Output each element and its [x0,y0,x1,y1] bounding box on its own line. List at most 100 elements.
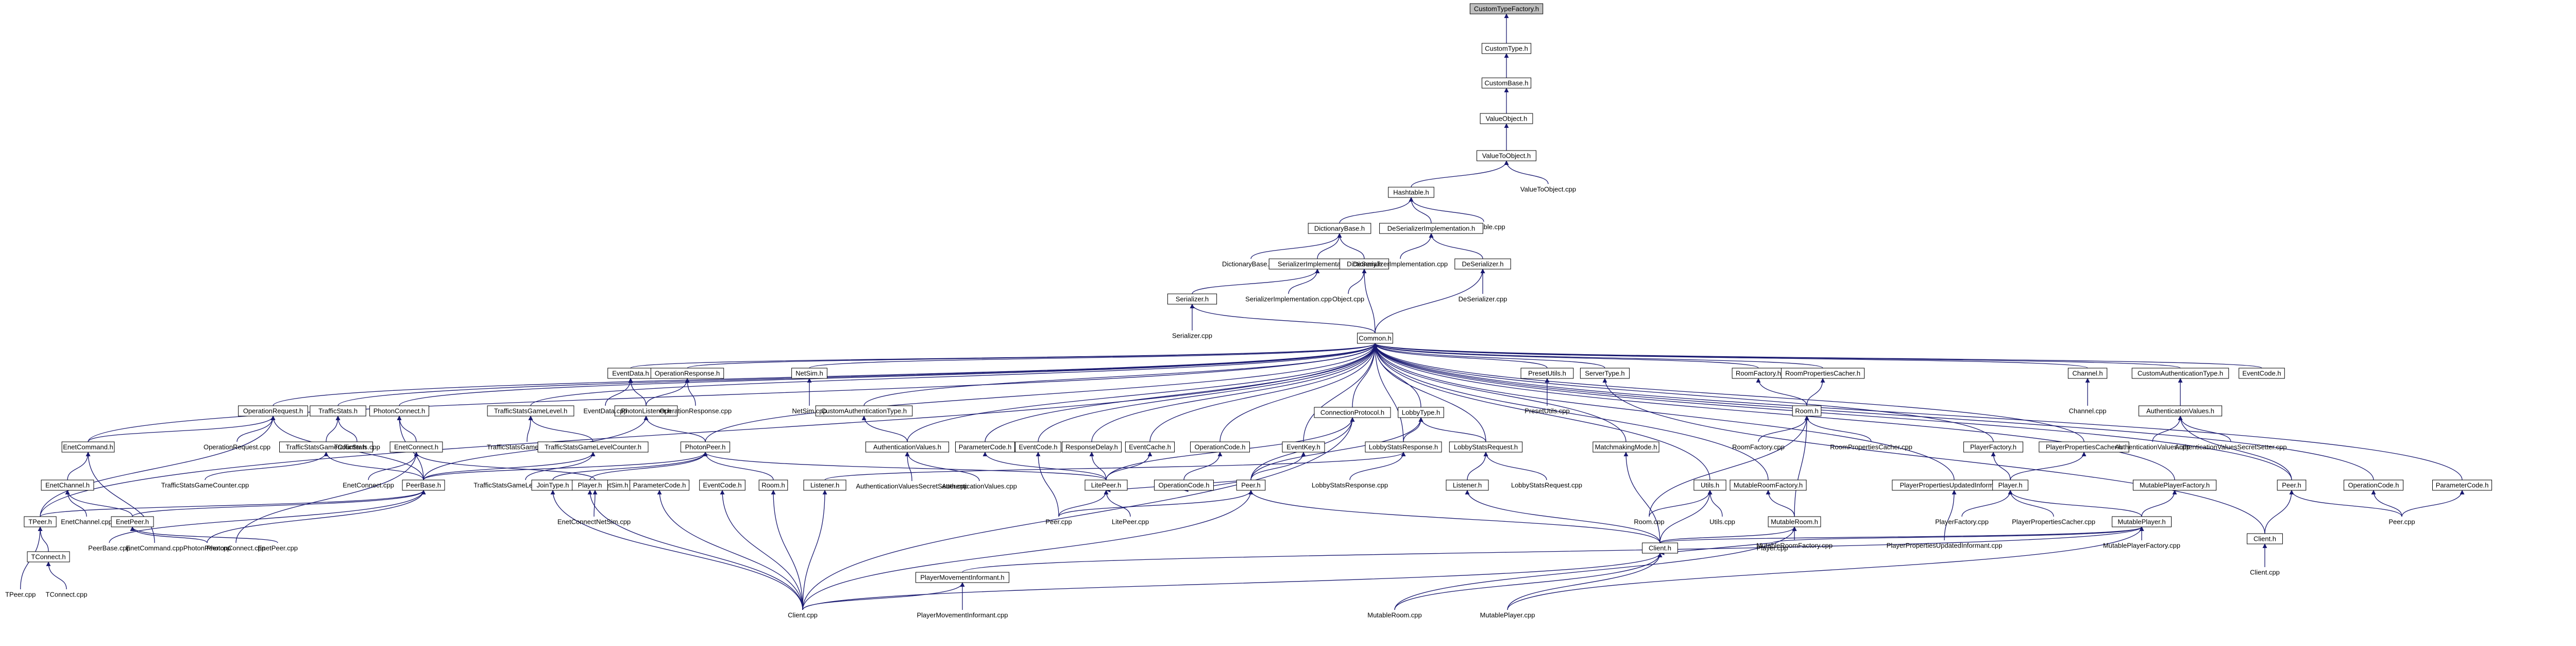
graph-node[interactable]: TrafficStatsGameCounter.h [279,441,373,453]
graph-node[interactable]: CustomType.h [1481,43,1532,54]
node-label: TrafficStatsGameLevelCounter.h [545,443,641,451]
graph-node[interactable]: EventCode.h [1015,441,1061,453]
graph-node[interactable]: DeSerializerImplementation.h [1379,223,1483,234]
graph-node[interactable]: Utils.h [1693,479,1726,491]
graph-node[interactable]: Listener.h [1446,479,1489,491]
node-label: Channel.h [2072,370,2103,377]
graph-node[interactable]: ValueToObject.h [1477,150,1536,161]
graph-node[interactable]: EnetPeer.h [111,516,154,527]
dependency-edge [1337,233,1365,259]
graph-node[interactable]: ServerType.h [1580,368,1630,379]
graph-node[interactable]: EventKey.h [1282,441,1325,453]
graph-node[interactable]: EnetChannel.h [41,479,94,491]
graph-node[interactable]: Peer.h [1236,479,1266,491]
graph-node[interactable]: LobbyType.h [1398,407,1444,418]
graph-node[interactable]: Room.h [758,479,788,491]
graph-node[interactable]: EnetCommand.h [61,441,115,453]
graph-node[interactable]: Player.h [1992,479,2028,491]
graph-node[interactable]: AuthenticationValues.h [865,441,950,453]
graph-node[interactable]: Dictionary.h [1339,258,1389,270]
graph-node[interactable]: PeerBase.h [402,479,445,491]
graph-node[interactable]: PhotonListener.h [614,405,678,417]
graph-node[interactable]: Client.h [2247,533,2283,544]
graph-node[interactable]: TrafficStatsGameLevelCounter.h [537,441,649,453]
graph-node[interactable]: EventCode.h [2239,368,2285,379]
graph-node[interactable]: LobbyStatsRequest.h [1449,441,1523,453]
graph-node[interactable]: CustomAuthenticationType.h [815,405,913,417]
graph-node[interactable]: MutableRoom.h [1768,516,1821,527]
graph-node[interactable]: Hashtable.h [1388,187,1434,198]
graph-node[interactable]: Listener.h [803,479,846,491]
graph-node[interactable]: NetSim.h [791,368,827,379]
graph-node[interactable]: MutableRoomFactory.h [1730,479,1807,491]
graph-node[interactable]: Serializer.h [1167,293,1217,305]
graph-node[interactable]: TConnect.h [27,551,70,562]
node-box [2138,405,2223,417]
graph-node[interactable]: EnetConnect.h [389,441,443,453]
graph-node[interactable]: EventCache.h [1125,441,1175,453]
dependency-edge [1190,304,1376,334]
graph-node[interactable]: Channel.h [2067,368,2108,379]
graph-node[interactable]: OperationResponse.h [650,368,724,379]
graph-node[interactable]: AuthenticationValues.h [2138,405,2223,417]
node-label: AuthenticationValuesSecretSetter.cpp [2175,443,2286,451]
graph-node[interactable]: ValueObject.h [1480,113,1533,124]
graph-node[interactable]: ConnectionProtocol.h [1314,407,1391,418]
dependency-edge [1409,197,1484,222]
graph-node[interactable]: JoinType.h [531,479,574,491]
graph-node[interactable]: ParameterCode.h [955,441,1015,453]
graph-node[interactable]: LobbyStatsResponse.h [1365,441,1442,453]
graph-node[interactable]: PhotonPeer.h [680,441,731,453]
node-label: LobbyType.h [1402,409,1440,417]
graph-node[interactable]: RoomFactory.h [1732,368,1785,379]
node-label: DeSerializerImplementation.cpp [1353,260,1448,268]
graph-node[interactable]: Room.h [1792,405,1822,417]
node-box [630,479,689,491]
graph-node[interactable]: Client.h [1642,542,1678,554]
graph-node[interactable]: OperationCode.h [1190,441,1250,453]
graph-node[interactable]: OperationCode.h [1154,479,1214,491]
graph-node[interactable]: Common.h [1357,333,1393,344]
graph-node[interactable]: RoomPropertiesCacher.h [1781,368,1865,379]
graph-node[interactable]: TPeer.h [24,516,57,527]
dependency-edge [130,526,208,543]
graph-node[interactable]: Peer.h [2277,479,2307,491]
graph-node[interactable]: CustomAuthenticationType.h [2131,368,2229,379]
node-label: OperationCode.h [1194,443,1245,451]
graph-node[interactable]: TrafficStats.h [310,405,366,417]
node-label: TConnect.h [31,553,65,561]
graph-node[interactable]: OperationRequest.h [238,405,308,417]
graph-node[interactable]: OperationCode.h [2344,479,2403,491]
graph-node[interactable]: ParameterCode.h [630,479,689,491]
graph-node[interactable]: MutablePlayerFactory.h [2132,479,2217,491]
graph-node[interactable]: PlayerPropertiesCacher.h [2039,441,2129,453]
graph-node[interactable]: CustomBase.h [1481,77,1532,89]
graph-node[interactable]: EventCode.h [699,479,745,491]
dependency-edge [1317,233,1342,259]
graph-node[interactable]: ParameterCode.h [2432,479,2492,491]
graph-node[interactable]: PlayerFactory.h [1963,441,2023,453]
graph-node[interactable]: TrafficStatsGameLevel.h [487,405,574,417]
dependency-edge [1303,343,1378,442]
dependency-edge [720,490,803,610]
graph-node[interactable]: MutablePlayer.h [2112,516,2172,527]
graph-node: EventData.cpp [583,407,627,415]
graph-node[interactable]: PhotonConnect.h [369,405,429,417]
graph-node[interactable]: Player.h [572,479,608,491]
node-box [1308,223,1371,234]
graph-node[interactable]: LitePeer.h [1084,479,1128,491]
dependency-edge [550,490,803,610]
graph-node[interactable]: DeSerializer.h [1454,258,1511,270]
node-label: EnetPeer.h [116,518,149,526]
graph-node[interactable]: CustomTypeFactory.h [1469,3,1544,14]
node-box [2432,479,2492,491]
graph-node[interactable]: EventData.h [607,368,654,379]
graph-node[interactable]: PlayerMovementInformant.h [916,572,1009,583]
graph-node: PhotonPeer.cpp [183,544,231,552]
graph-node[interactable]: PlayerPropertiesUpdatedInformant.h [1892,479,2016,491]
dependency-edge [1219,343,1378,442]
graph-node[interactable]: ResponseDelay.h [1062,441,1122,453]
graph-node[interactable]: PresetUtils.h [1520,368,1574,379]
graph-node[interactable]: DictionaryBase.h [1308,223,1371,234]
graph-node[interactable]: MatchmakingMode.h [1592,441,1659,453]
